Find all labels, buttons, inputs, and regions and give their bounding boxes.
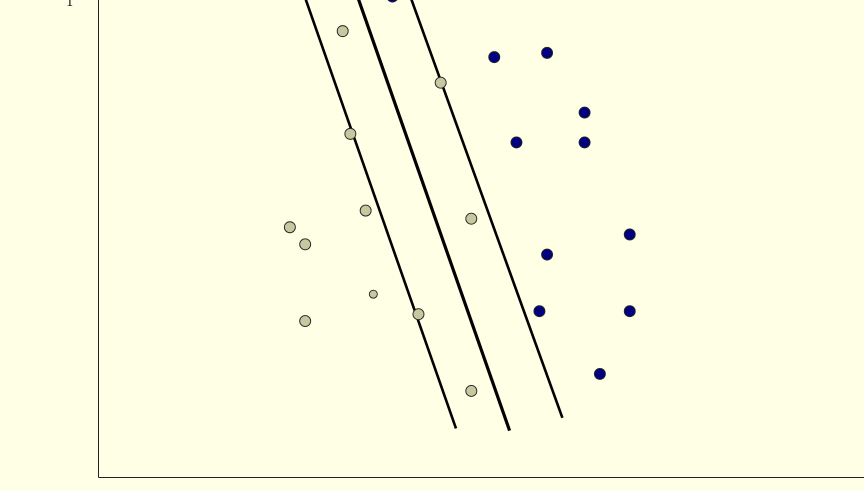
data-point-class-b (623, 305, 636, 318)
data-point-class-b (593, 367, 606, 380)
data-point-class-a (465, 385, 478, 397)
data-point-class-a (412, 308, 425, 321)
data-point-class-a (283, 221, 296, 234)
data-point-class-a (299, 238, 312, 251)
data-point-class-b (541, 248, 554, 261)
boundary-line-margin-right (410, 0, 564, 419)
data-point-class-b (510, 136, 523, 149)
data-point-class-a (344, 127, 357, 140)
point-layer (283, 0, 636, 397)
data-point-class-b (387, 0, 398, 3)
data-point-class-a (465, 212, 478, 225)
data-point-class-a (359, 204, 372, 217)
data-point-class-a (368, 289, 378, 299)
data-point-class-b (578, 136, 591, 149)
data-point-class-a (434, 76, 447, 89)
y-tick-label: 1 (66, 0, 74, 10)
axes: 1 (66, 0, 864, 478)
data-point-class-a (336, 25, 349, 38)
boundary-line-margin-left (304, 0, 458, 429)
data-point-class-a (299, 315, 312, 327)
line-layer (304, 0, 564, 432)
data-point-class-b (488, 51, 501, 64)
data-point-class-b (533, 305, 546, 318)
data-point-class-b (623, 228, 636, 241)
data-point-class-b (578, 106, 591, 119)
boundary-line-separator (357, 0, 512, 432)
data-point-class-b (541, 46, 554, 59)
